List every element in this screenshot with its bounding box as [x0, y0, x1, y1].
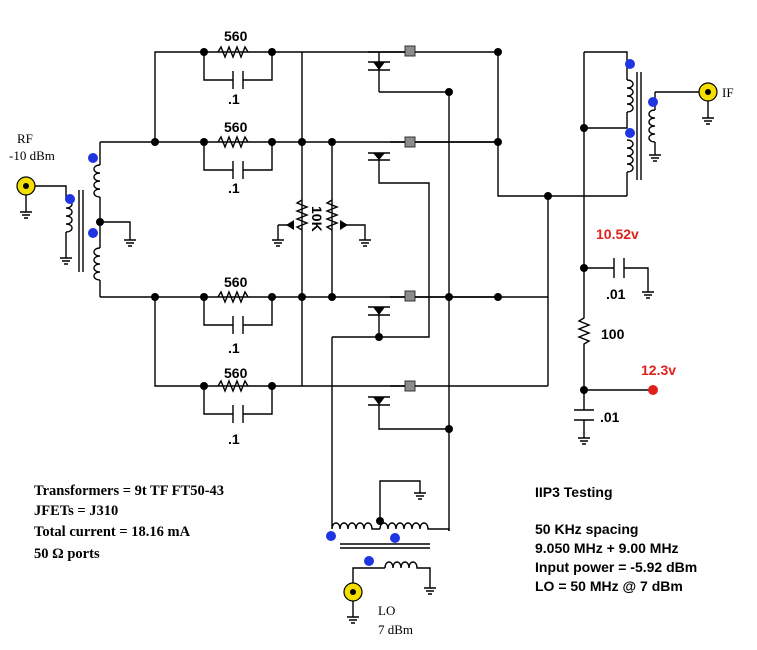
jfet-2 [368, 136, 502, 338]
rc-network-3 [200, 290, 276, 334]
rc-network-2 [200, 135, 276, 179]
note-jfets: JFETs = J310 [34, 503, 118, 519]
phase-dot [326, 531, 336, 541]
resistor-label: 100 [601, 326, 625, 342]
phase-dot [625, 59, 635, 69]
resistor-label: 560 [224, 274, 248, 290]
supply-voltage: 12.3v [641, 362, 676, 378]
capacitor-label: .1 [228, 91, 240, 107]
if-transformer [580, 51, 700, 196]
jfet-4 [368, 380, 548, 433]
lo-level: 7 dBm [378, 622, 413, 637]
capacitor-label: .1 [228, 340, 240, 356]
test-spacing: 50 KHz spacing [535, 521, 638, 537]
capacitor-label: .1 [228, 180, 240, 196]
phase-dot [390, 533, 400, 543]
rf-label: RF [17, 131, 33, 146]
rf-level: -10 dBm [9, 148, 55, 163]
note-current: Total current = 18.16 mA [34, 524, 191, 540]
test-lo: LO = 50 MHz @ 7 dBm [535, 578, 683, 594]
phase-dot [65, 194, 75, 204]
pot-label: 10K [309, 206, 325, 232]
potentiometer-10k [272, 199, 371, 247]
phase-dot [648, 97, 658, 107]
capacitor-label: .01 [600, 409, 620, 425]
capacitor-label: .1 [228, 431, 240, 447]
test-power: Input power = -5.92 dBm [535, 559, 697, 575]
rc-network-4 [200, 379, 276, 423]
if-label: IF [722, 85, 734, 100]
drain-voltage: 10.52v [596, 226, 639, 242]
phase-dot [88, 153, 98, 163]
phase-dot [88, 228, 98, 238]
resistor-label: 560 [224, 28, 248, 44]
lo-label: LO [378, 603, 395, 618]
rc-network-1 [200, 45, 276, 89]
resistor-label: 560 [224, 365, 248, 381]
rf-port [16, 176, 67, 219]
jfet-3 [368, 290, 502, 341]
resistor-label: 560 [224, 119, 248, 135]
lo-transformer [331, 480, 450, 595]
supply-terminal [648, 385, 658, 395]
test-title: IIP3 Testing [535, 484, 613, 500]
phase-dot [364, 556, 374, 566]
lo-port [343, 582, 363, 624]
note-ports: 50 Ω ports [34, 546, 100, 562]
if-port [698, 82, 718, 125]
jfet-1 [368, 45, 502, 92]
test-freqs: 9.050 MHz + 9.00 MHz [535, 540, 679, 556]
capacitor-label: .01 [606, 286, 626, 302]
note-transformers: Transformers = 9t TF FT50-43 [34, 483, 224, 499]
phase-dot [625, 128, 635, 138]
